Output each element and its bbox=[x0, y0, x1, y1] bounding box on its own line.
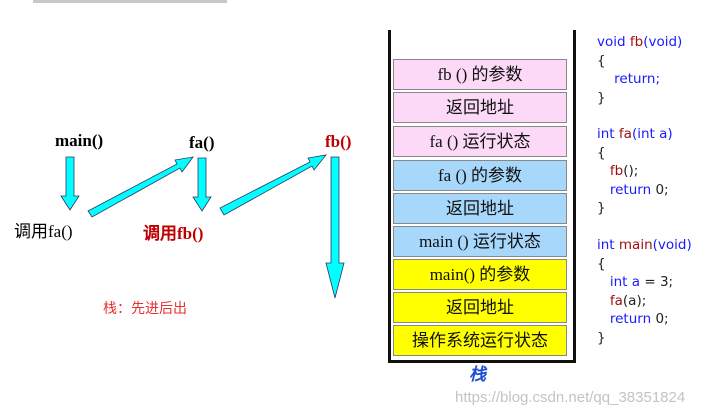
stack-left-wall bbox=[388, 30, 391, 363]
stack-frame: 操作系统运行状态 bbox=[393, 325, 567, 356]
watermark: https://blog.csdn.net/qq_38351824 bbox=[455, 389, 686, 406]
stack-frame: fb () 的参数 bbox=[393, 59, 567, 90]
top-bar bbox=[33, 0, 227, 3]
stack-right-wall bbox=[573, 30, 576, 363]
label-call-fb: 调用fb() bbox=[143, 224, 204, 243]
stack-frame: 返回地址 bbox=[393, 292, 567, 323]
arrow-fb-down bbox=[325, 156, 345, 299]
lifo-note: 栈：先进后出 bbox=[103, 301, 187, 317]
label-main: main() bbox=[55, 131, 104, 150]
label-fa: fa() bbox=[189, 133, 215, 152]
code-main: int main(void) { int a = 3; fa(a); retur… bbox=[597, 237, 692, 346]
code-fa: int fa(int a) { fb(); return 0; } bbox=[597, 126, 673, 217]
arrow-to-fb bbox=[219, 154, 327, 216]
call-fa-text: 调用fa() bbox=[14, 222, 73, 241]
stack-bottom bbox=[388, 360, 576, 363]
code-fb: void fb(void) { return; } bbox=[597, 34, 683, 106]
arrow-fa-down bbox=[192, 157, 212, 212]
stack-frame: main () 运行状态 bbox=[393, 226, 567, 257]
stack-caption: 栈 bbox=[469, 365, 486, 385]
stack-frame: fa () 运行状态 bbox=[393, 126, 567, 157]
arrow-to-fa bbox=[87, 156, 194, 218]
stack-frame: 返回地址 bbox=[393, 92, 567, 123]
stack-frame: fa () 的参数 bbox=[393, 160, 567, 191]
label-fb: fb() bbox=[325, 132, 352, 151]
stack-frame: main() 的参数 bbox=[393, 259, 567, 290]
arrow-main-down bbox=[60, 156, 80, 211]
stack-frame: 返回地址 bbox=[393, 193, 567, 224]
label-call-fa: 调用fa() bbox=[14, 217, 73, 242]
